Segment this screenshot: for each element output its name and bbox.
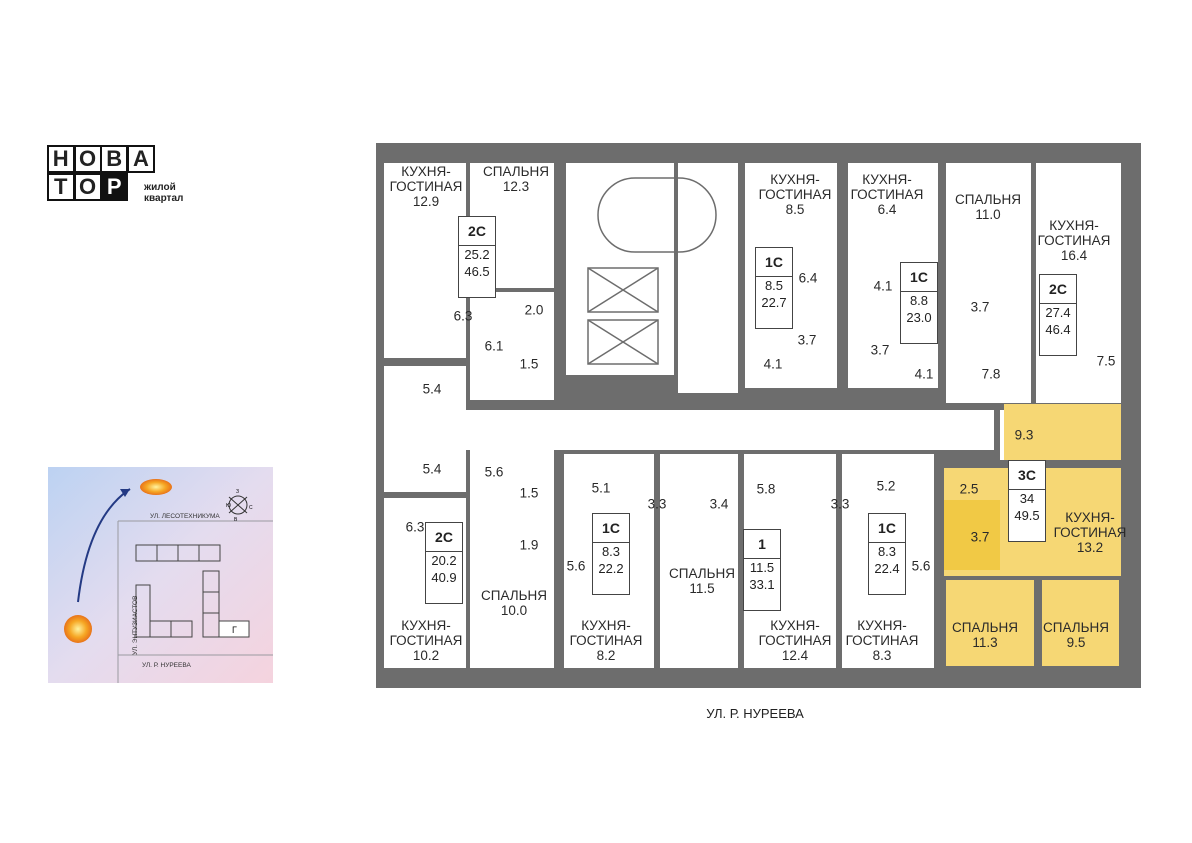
- area-value: 5.6: [911, 558, 931, 574]
- area-value: 4.1: [873, 278, 893, 294]
- area-value: 3.3: [830, 496, 850, 512]
- room-label: СПАЛЬНЯ 12.3: [483, 164, 549, 194]
- area-value: 6.3: [405, 519, 425, 535]
- mini-map-svg: УЛ. ЛЕСОТЕХНИКУМА УЛ. ЭНТУЗИАСТОВ УЛ. Р.…: [48, 467, 273, 683]
- area-value: 9.3: [1014, 427, 1034, 443]
- logo-row-2: Т О Р: [46, 172, 155, 201]
- compass-west: Ю: [226, 503, 231, 509]
- room-label: КУХНЯ- ГОСТИНАЯ 6.4: [850, 172, 924, 217]
- room-label: КУХНЯ- ГОСТИНАЯ 8.2: [569, 618, 643, 663]
- room-label: СПАЛЬНЯ 11.3: [952, 620, 1018, 650]
- logo: Н О В А Т О Р жилой квартал: [46, 144, 183, 204]
- area-value: 6.1: [484, 338, 504, 354]
- compass-south: В: [234, 517, 238, 523]
- mini-map-street-bottom: УЛ. Р. НУРЕЕВА: [142, 662, 191, 669]
- location-mini-map: УЛ. ЛЕСОТЕХНИКУМА УЛ. ЭНТУЗИАСТОВ УЛ. Р.…: [48, 467, 273, 683]
- logo-sub-2: квартал: [144, 193, 184, 204]
- mini-map-street-top: УЛ. ЛЕСОТЕХНИКУМА: [150, 513, 220, 520]
- area-value: 3.4: [709, 496, 729, 512]
- mini-map-street-left: УЛ. ЭНТУЗИАСТОВ: [132, 596, 139, 655]
- logo-letter: Р: [100, 172, 129, 201]
- lift-symbols: [587, 177, 717, 365]
- logo-subtitle: жилой квартал: [144, 182, 183, 204]
- area-value: 6.4: [798, 270, 818, 286]
- room-label: КУХНЯ- ГОСТИНАЯ 12.4: [758, 618, 832, 663]
- area-value: 3.7: [970, 299, 990, 315]
- room-label: СПАЛЬНЯ 10.0: [481, 588, 547, 618]
- logo-row-1: Н О В А: [46, 144, 155, 173]
- room-label: СПАЛЬНЯ 9.5: [1043, 620, 1109, 650]
- area-value: 7.8: [981, 366, 1001, 382]
- area-value: 5.8: [756, 481, 776, 497]
- street-label-bottom: УЛ. Р. НУРЕЕВА: [706, 706, 804, 721]
- area-value: 6.3: [453, 308, 473, 324]
- area-value: 7.5: [1096, 353, 1116, 369]
- room-label: КУХНЯ- ГОСТИНАЯ 10.2: [389, 618, 463, 663]
- area-value: 4.1: [914, 366, 934, 382]
- area-value: 4.1: [763, 356, 783, 372]
- room-label: КУХНЯ- ГОСТИНАЯ 13.2: [1053, 510, 1127, 555]
- area-value: 5.1: [591, 480, 611, 496]
- mini-map-block-letter: Г: [232, 625, 237, 635]
- compass-east: С: [249, 505, 253, 511]
- room-label: КУХНЯ- ГОСТИНАЯ 8.5: [758, 172, 832, 217]
- room-label: СПАЛЬНЯ 11.0: [955, 192, 1021, 222]
- area-value: 1.9: [519, 537, 539, 553]
- room-label: СПАЛЬНЯ 11.5: [669, 566, 735, 596]
- area-value: 5.2: [876, 478, 896, 494]
- compass-north: З: [236, 489, 239, 495]
- area-value: 5.6: [566, 558, 586, 574]
- area-value: 5.4: [422, 381, 442, 397]
- room-label: КУХНЯ- ГОСТИНАЯ 8.3: [845, 618, 919, 663]
- area-value: 2.5: [959, 481, 979, 497]
- area-value: 3.3: [647, 496, 667, 512]
- area-value: 3.7: [870, 342, 890, 358]
- area-value: 3.7: [797, 332, 817, 348]
- logo-sub-1: жилой: [144, 182, 176, 193]
- room-label: КУХНЯ- ГОСТИНАЯ 16.4: [1037, 218, 1111, 263]
- area-value: 5.6: [484, 464, 504, 480]
- room-label: КУХНЯ- ГОСТИНАЯ 12.9: [389, 164, 463, 209]
- highlighted-apartment: [942, 404, 1123, 670]
- area-value: 1.5: [519, 485, 539, 501]
- area-value: 3.7: [970, 529, 990, 545]
- area-value: 5.4: [422, 461, 442, 477]
- logo-letter: А: [127, 144, 155, 173]
- area-value: 2.0: [524, 302, 544, 318]
- area-value: 1.5: [519, 356, 539, 372]
